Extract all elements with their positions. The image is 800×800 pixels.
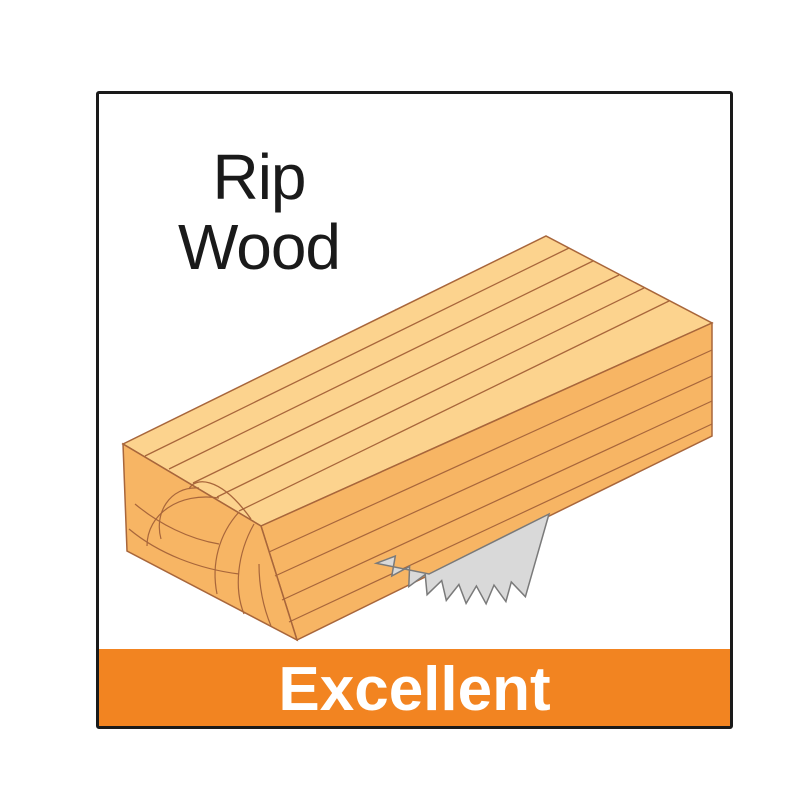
front-grain-lines (268, 349, 713, 623)
saw-blade-cutting-wood-icon (121, 235, 714, 642)
top-grain-lines (144, 247, 670, 520)
saw-blade-lower-teeth (373, 512, 551, 606)
end-grain-rings (128, 487, 272, 627)
title-line-2: Wood (177, 211, 341, 283)
rating-bar: Excellent (99, 649, 730, 726)
cut-type-title: Rip Wood (159, 142, 359, 282)
rating-label: Excellent (278, 654, 551, 724)
rating-card: Rip Wood Excellent (96, 91, 733, 729)
title-line-1: Rip (212, 141, 306, 213)
